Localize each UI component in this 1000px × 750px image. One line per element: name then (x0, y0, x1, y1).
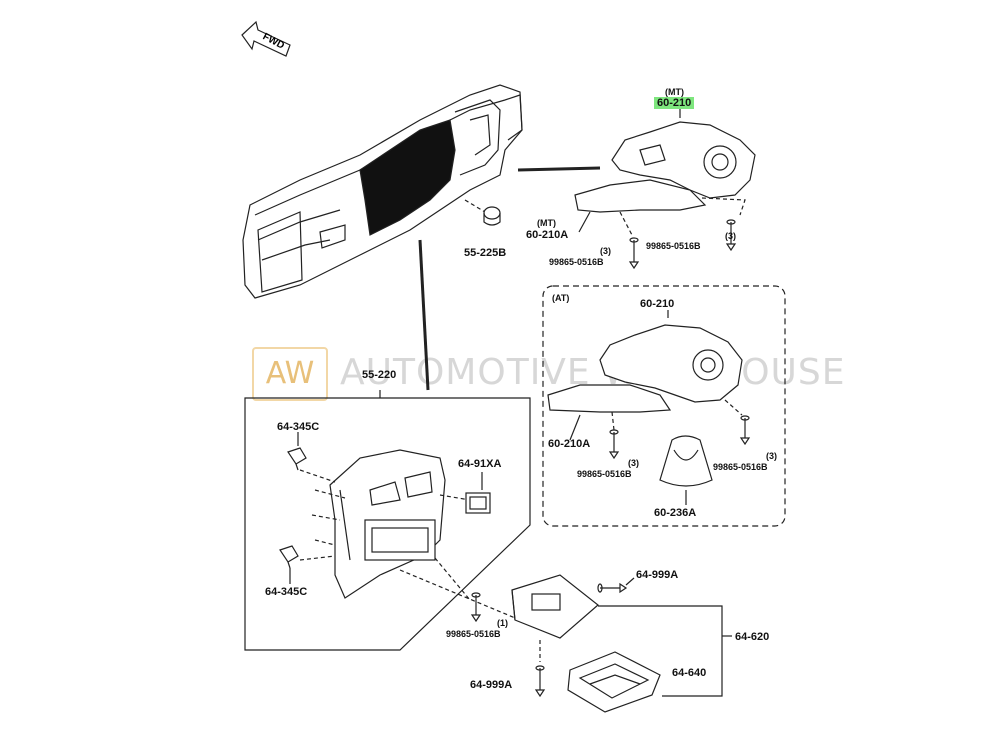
leader-dash-to-panel (418, 239, 430, 391)
label-at: (AT) (552, 293, 570, 303)
switch-64-91XA (465, 492, 491, 514)
column-cover-mt (574, 121, 756, 213)
screw-part-a: 99865-0516B (549, 257, 604, 267)
panel-box (244, 397, 531, 651)
part-60-210A-at: 60-210A (548, 438, 591, 450)
screw-part-c: 99865-0516B (577, 469, 632, 479)
label-mt-left: (MT) (537, 218, 556, 228)
part-64-999A-right: 64-999A (636, 569, 679, 581)
screw-64-999A-right (597, 582, 628, 594)
qty-a: (3) (600, 246, 611, 256)
fwd-arrow (241, 20, 291, 57)
clip-64-345C-top (287, 447, 307, 471)
part-64-345C-bot: 64-345C (265, 586, 308, 598)
screw-part-b: 99865-0516B (646, 241, 701, 251)
part-55-225B: 55-225B (464, 247, 507, 259)
screw-part-d: 99865-0516B (713, 462, 768, 472)
qty-b: (3) (725, 231, 736, 241)
part-60-210A-mt: 60-210A (526, 229, 569, 241)
leader-dash-to-cover (517, 166, 601, 172)
screw-part-e: 99865-0516B (446, 629, 501, 639)
part-64-640: 64-640 (672, 667, 707, 679)
boot-60-236A (659, 435, 713, 487)
clip-55-225B (483, 206, 501, 226)
screw-mt-left (628, 237, 640, 270)
screw-64-999A-bottom (534, 665, 546, 698)
part-64-620: 64-620 (735, 631, 770, 643)
part-64-999A-bot: 64-999A (470, 679, 513, 691)
column-cover-at (547, 324, 743, 413)
bracket-64-620 (511, 574, 599, 639)
part-64-345C-top: 64-345C (277, 421, 320, 433)
screw-panel (470, 592, 482, 623)
screw-at-left (608, 429, 620, 460)
ashtray-64-640 (567, 651, 661, 713)
label-mt-top: (MT) (665, 87, 684, 97)
qty-d: (3) (766, 451, 777, 461)
qty-e: (1) (497, 618, 508, 628)
clip-64-345C-bot (279, 545, 299, 569)
part-64-91XA: 64-91XA (458, 458, 502, 470)
qty-c: (3) (628, 458, 639, 468)
part-60-210-mt: 60-210 (654, 97, 695, 109)
screw-at-right (739, 415, 751, 446)
dashboard-panel (242, 84, 523, 299)
center-panel-55-220 (329, 449, 446, 599)
screw-mt-right (725, 219, 737, 252)
part-60-236A: 60-236A (654, 507, 697, 519)
at-group-box (542, 285, 786, 527)
watermark-logo: AW (252, 347, 328, 401)
part-60-210-at: 60-210 (640, 298, 675, 310)
part-55-220: 55-220 (362, 369, 397, 381)
